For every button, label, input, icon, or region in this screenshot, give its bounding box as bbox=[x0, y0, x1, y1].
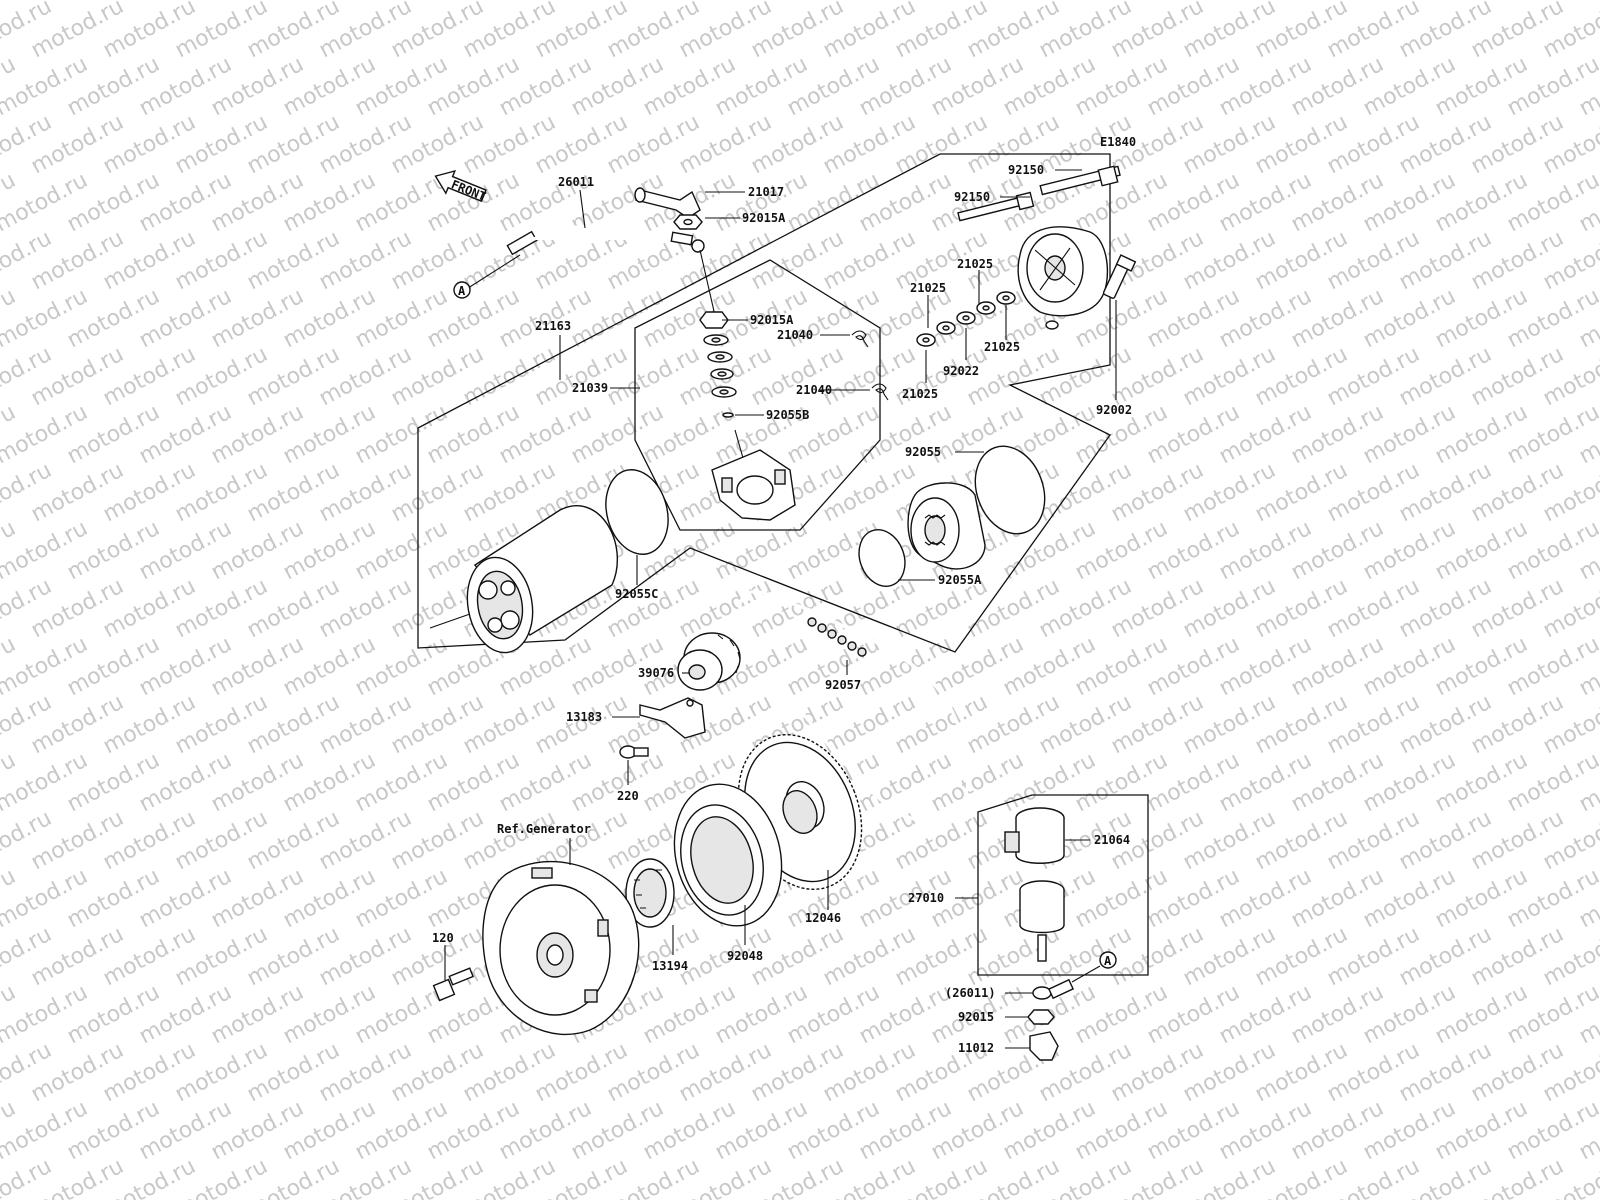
screw-220 bbox=[619, 745, 649, 759]
callout-92055: 92055 bbox=[905, 445, 941, 459]
callout-92057: 92057 bbox=[825, 678, 861, 692]
washer-stack bbox=[916, 291, 1016, 347]
terminal-cap-11012 bbox=[1029, 1031, 1059, 1061]
ring-92048 bbox=[673, 783, 783, 927]
callout-ref-generator: Ref.Generator bbox=[497, 822, 591, 836]
callout-92150-a: 92150 bbox=[1008, 163, 1044, 177]
callout-92015: 92015 bbox=[958, 1010, 994, 1024]
callout-92150-b: 92150 bbox=[954, 190, 990, 204]
callout-21040-bottom: 21040 bbox=[796, 383, 832, 397]
bracket-13183 bbox=[639, 697, 706, 739]
callout-13194: 13194 bbox=[652, 959, 688, 973]
callout-92022: 92022 bbox=[943, 364, 979, 378]
callout-92055c: 92055C bbox=[615, 587, 658, 601]
through-bolt-a bbox=[1039, 165, 1121, 196]
bolt-92002 bbox=[1102, 254, 1137, 299]
o-ring-92055 bbox=[974, 445, 1046, 535]
terminal-stack bbox=[699, 249, 737, 418]
leader-lines bbox=[444, 169, 1117, 1049]
callout-21039: 21039 bbox=[572, 381, 608, 395]
o-ring-92055c bbox=[605, 469, 669, 555]
callout-labels: 26011 21017 92015A 92015A 21163 21040 21… bbox=[432, 163, 1132, 1055]
spring-21040-bottom bbox=[871, 383, 889, 401]
cable-terminal-bottom bbox=[1032, 965, 1101, 1000]
terminal-cap bbox=[634, 187, 701, 219]
callout-120: 120 bbox=[432, 931, 454, 945]
ref-mark-a-top bbox=[453, 281, 471, 299]
starter-cable bbox=[464, 224, 705, 291]
chain-links bbox=[807, 617, 867, 657]
callout-220: 220 bbox=[617, 789, 639, 803]
ref-mark-a-top-label: A bbox=[458, 284, 466, 298]
ref-mark-a-bottom-label: A bbox=[1104, 954, 1112, 968]
callout-21025-d: 21025 bbox=[902, 387, 938, 401]
callout-13183: 13183 bbox=[566, 710, 602, 724]
figure-code: E1840 bbox=[1100, 135, 1136, 149]
callout-92002: 92002 bbox=[1096, 403, 1132, 417]
watermark-text: motod.ru bbox=[1575, 0, 1600, 5]
callout-21163: 21163 bbox=[535, 319, 571, 333]
ref-mark-a-bottom bbox=[1099, 951, 1117, 969]
front-cover bbox=[907, 482, 986, 570]
o-ring-92055a bbox=[858, 529, 906, 587]
bolt-120 bbox=[432, 967, 474, 1002]
callout-21025-a: 21025 bbox=[957, 257, 993, 271]
solenoid-coil-21064 bbox=[1004, 807, 1065, 864]
drive-chain-inner bbox=[738, 590, 970, 825]
motor-yoke bbox=[429, 505, 618, 654]
generator-rotor bbox=[482, 860, 640, 1035]
idler-gear-39076 bbox=[677, 632, 741, 691]
brush-plate bbox=[711, 429, 796, 521]
callout-92015a-mid: 92015A bbox=[750, 313, 794, 327]
rear-cover bbox=[1017, 226, 1109, 330]
callout-11012: 11012 bbox=[958, 1041, 994, 1055]
callout-26011-paren: (26011) bbox=[945, 986, 996, 1000]
callout-21025-b: 21025 bbox=[910, 281, 946, 295]
callout-92055b: 92055B bbox=[766, 408, 809, 422]
callout-27010: 27010 bbox=[908, 891, 944, 905]
callout-92055a: 92055A bbox=[938, 573, 982, 587]
solenoid-plunger-27010 bbox=[1019, 880, 1065, 962]
callout-21025-c: 21025 bbox=[984, 340, 1020, 354]
spring-21040-top bbox=[851, 330, 869, 348]
callout-12046: 12046 bbox=[805, 911, 841, 925]
callout-21064: 21064 bbox=[1094, 833, 1130, 847]
clutch-13194 bbox=[625, 858, 675, 928]
brush-holder-box bbox=[634, 259, 881, 531]
callout-92048: 92048 bbox=[727, 949, 763, 963]
callout-39076: 39076 bbox=[638, 666, 674, 680]
callout-26011: 26011 bbox=[558, 175, 594, 189]
callout-21040-top: 21040 bbox=[777, 328, 813, 342]
callout-92015a-top: 92015A bbox=[742, 211, 786, 225]
nut-92015-bottom bbox=[1027, 1009, 1055, 1025]
callout-21017: 21017 bbox=[748, 185, 784, 199]
solenoid-box bbox=[977, 794, 1149, 976]
nut-92015a-top bbox=[673, 214, 703, 230]
